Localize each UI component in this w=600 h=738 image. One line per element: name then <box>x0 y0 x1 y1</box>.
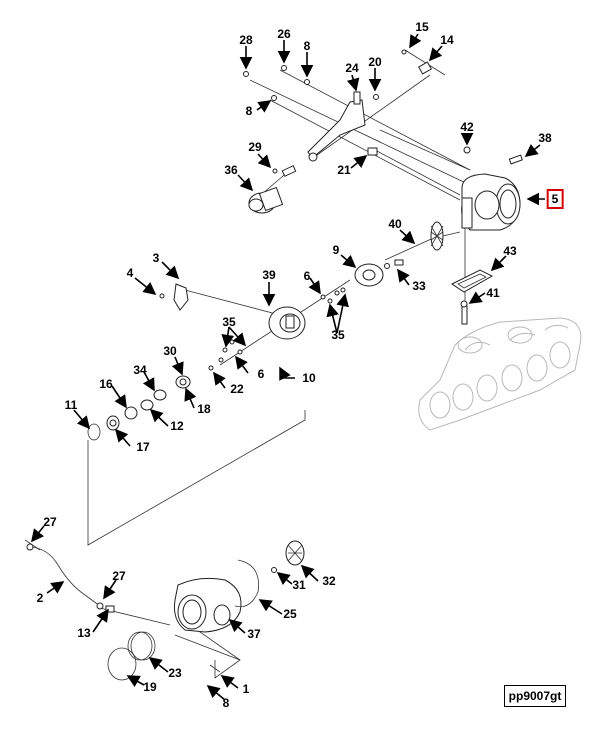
callout-27: 27 <box>112 569 126 583</box>
callout-21: 21 <box>337 163 351 177</box>
callout-19: 19 <box>143 680 157 694</box>
callout-16: 16 <box>99 377 113 391</box>
callout-6: 6 <box>303 269 311 283</box>
callout-43: 43 <box>503 244 517 258</box>
callout-28: 28 <box>239 33 253 47</box>
bracket-assembly <box>243 49 433 214</box>
compressor-group <box>26 540 305 681</box>
callout-27: 27 <box>43 515 57 529</box>
figure-reference-code: pp9007gt <box>504 685 566 707</box>
callout-15: 15 <box>415 20 429 34</box>
callout-35: 35 <box>222 315 236 329</box>
callout-29: 29 <box>248 140 262 154</box>
callout-10: 10 <box>302 371 316 385</box>
callout-17: 17 <box>136 440 150 454</box>
bearing-housing-parts <box>87 259 404 441</box>
callout-4: 4 <box>126 266 134 280</box>
callout-34: 34 <box>133 363 147 377</box>
callout-23: 23 <box>168 666 182 680</box>
callout-42: 42 <box>460 120 474 134</box>
callout-8: 8 <box>245 104 253 118</box>
turbine-wheel <box>430 221 461 251</box>
callout-14: 14 <box>440 33 454 47</box>
callout-8: 8 <box>222 696 230 710</box>
callout-35: 35 <box>331 328 345 342</box>
turbocharger-housing <box>461 146 523 231</box>
callout-30: 30 <box>163 344 177 358</box>
callout-5: 5 <box>546 189 564 209</box>
callout-2: 2 <box>36 591 44 605</box>
callout-18: 18 <box>197 402 211 416</box>
callout-26: 26 <box>277 27 291 41</box>
callout-3: 3 <box>152 251 160 265</box>
callout-33: 33 <box>412 279 426 293</box>
callout-22: 22 <box>230 382 244 396</box>
callout-39: 39 <box>262 268 276 282</box>
callout-37: 37 <box>247 627 261 641</box>
callout-24: 24 <box>345 61 359 75</box>
callout-38: 38 <box>538 131 552 145</box>
callout-11: 11 <box>64 398 78 412</box>
callout-1: 1 <box>242 682 250 696</box>
callout-25: 25 <box>283 607 297 621</box>
callout-20: 20 <box>368 55 382 69</box>
callout-41: 41 <box>486 286 500 300</box>
callout-12: 12 <box>170 419 184 433</box>
exhaust-manifold <box>418 317 582 431</box>
gasket-and-stud <box>451 269 494 325</box>
callout-36: 36 <box>224 163 238 177</box>
callout-40: 40 <box>388 217 402 231</box>
callout-8: 8 <box>303 39 311 53</box>
leader-arrows <box>31 33 545 701</box>
callout-13: 13 <box>77 626 91 640</box>
callout-31: 31 <box>292 578 306 592</box>
callout-6: 6 <box>257 367 265 381</box>
callout-32: 32 <box>322 574 336 588</box>
callout-9: 9 <box>332 243 340 257</box>
